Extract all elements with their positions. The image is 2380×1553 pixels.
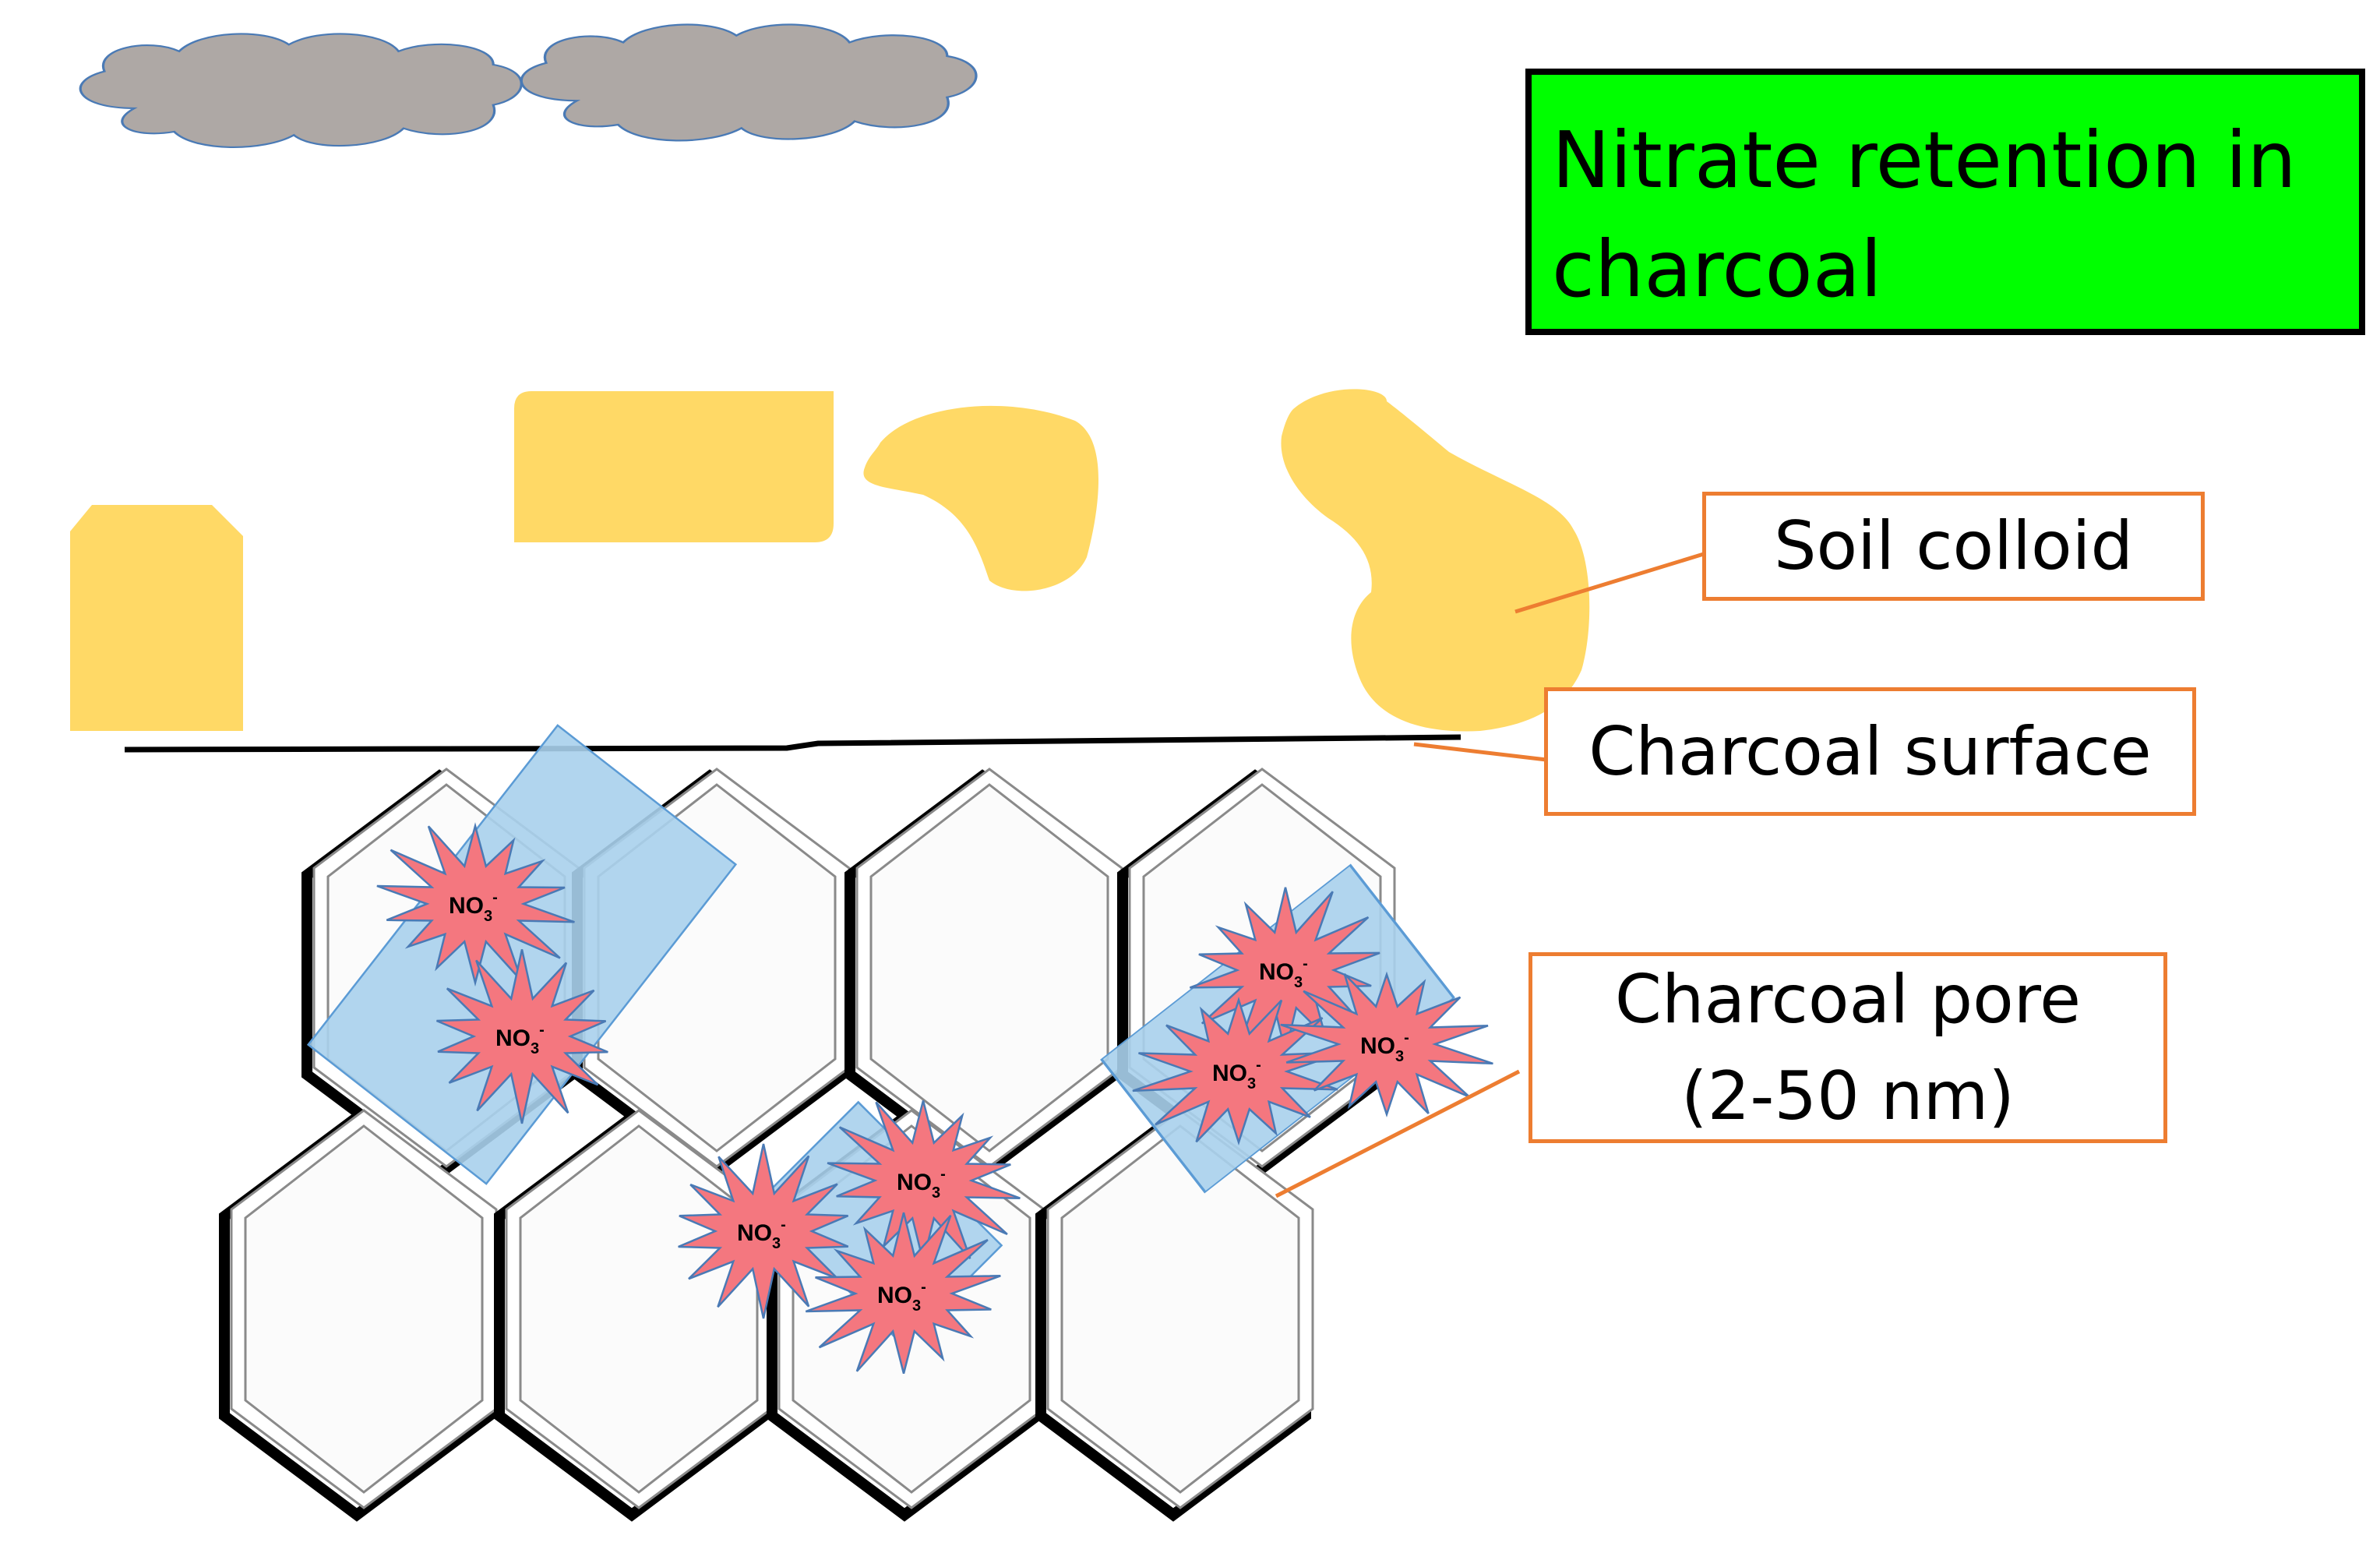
callout-line-soil-colloid <box>1514 551 1707 614</box>
soil-colloid-rectangle <box>514 391 834 542</box>
callout-soil-colloid: Soil colloid <box>1702 492 2205 601</box>
cloud-left <box>79 32 523 149</box>
nitrate-ion: NO3- <box>827 1100 1021 1262</box>
nitrate-label: NO3- <box>897 1166 946 1202</box>
pore-top-3 <box>850 769 1122 1174</box>
nitrate-starburst-icon <box>1280 971 1493 1117</box>
nitrate-ions: NO3- NO3- NO3- NO3- NO3- NO3- NO3- NO3- <box>376 822 1493 1375</box>
pore-bottom-1 <box>224 1110 496 1515</box>
callout-line-charcoal-surface <box>1413 742 1547 762</box>
nitrate-label: NO3- <box>495 1022 545 1057</box>
soil-colloid-blob <box>1281 389 1590 732</box>
pore-bottom-4 <box>1041 1110 1313 1515</box>
nitrate-label: NO3- <box>877 1279 926 1315</box>
charcoal-surface-label: Charcoal surface <box>1588 712 2152 791</box>
soil-colloid-pentagon <box>70 505 243 731</box>
callout-line-charcoal-pore <box>1275 1069 1521 1198</box>
nitrate-ion: NO3- <box>1132 997 1345 1145</box>
nitrate-ion: NO3- <box>376 822 575 987</box>
nitrate-ion: NO3- <box>436 949 608 1124</box>
nitrate-label: NO3- <box>1259 955 1308 991</box>
charcoal-pore-label-line1: Charcoal pore <box>1614 960 2082 1039</box>
charcoal-pore-label-line2: (2-50 nm) <box>1681 1057 2015 1135</box>
callout-charcoal-surface: Charcoal surface <box>1544 687 2196 816</box>
callout-lines <box>1275 551 1707 1198</box>
nitrate-starburst-icon <box>376 822 575 987</box>
callout-charcoal-pore: Charcoal pore (2-50 nm) <box>1528 952 2167 1143</box>
nitrate-ion: NO3- <box>678 1143 849 1319</box>
nitrate-starburst-icon <box>805 1212 1001 1375</box>
charcoal-surface-line <box>124 734 1461 753</box>
nitrate-label: NO3- <box>449 889 498 925</box>
title-box: Nitrate retention in charcoal <box>1525 69 2365 335</box>
title-text: Nitrate retention in charcoal <box>1552 115 2297 315</box>
soil-colloid-kidney <box>863 405 1098 591</box>
nitrate-starburst-icon <box>436 949 608 1124</box>
soil-colloid-label: Soil colloid <box>1773 507 2134 585</box>
cloud-right <box>520 23 978 143</box>
nitrate-ion: NO3- <box>805 1212 1001 1375</box>
nitrate-label: NO3- <box>737 1216 786 1252</box>
nitrate-label: NO3- <box>1212 1057 1261 1092</box>
soil-colloid-group <box>70 389 1590 732</box>
nitrate-starburst-icon <box>678 1143 849 1319</box>
nitrate-ion: NO3- <box>1280 971 1493 1117</box>
nitrate-label: NO3- <box>1360 1029 1409 1065</box>
nitrate-starburst-icon <box>1132 997 1345 1145</box>
